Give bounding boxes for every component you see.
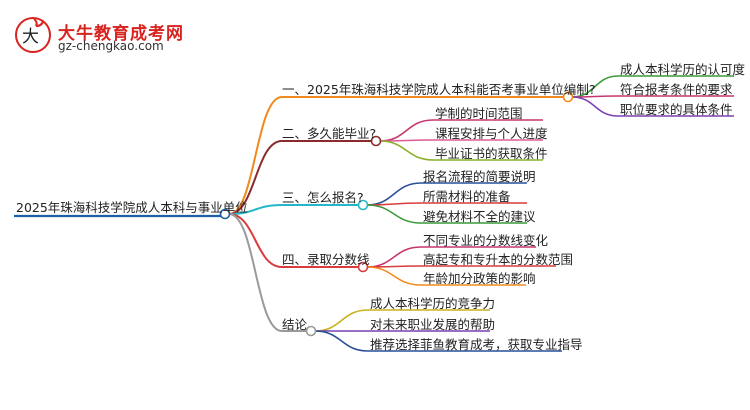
leaf-1-2: 符合报考条件的要求: [620, 82, 733, 97]
leaf-3-3-connector: [366, 204, 422, 224]
leaf-3-2: 所需材料的准备: [423, 189, 511, 204]
leaf-2-2: 课程安排与个人进度: [435, 126, 548, 141]
site-logo[interactable]: 大 大牛教育成考网 gz-chengkao.com: [14, 16, 189, 56]
leaf-5-3: 推荐选择菲鱼教育成考，获取专业指导: [370, 337, 583, 352]
leaf-5-3-connector: [314, 330, 369, 352]
branch-3-node: [357, 199, 369, 211]
leaf-4-3-connector: [366, 266, 422, 286]
leaf-3-3: 避免材料不全的建议: [423, 209, 536, 224]
leaf-2-3: 毕业证书的获取条件: [435, 146, 548, 161]
leaf-4-1: 不同专业的分数线变化: [423, 233, 549, 248]
leaf-5-1-connector: [314, 309, 369, 332]
branch-1-node: [562, 91, 574, 103]
leaf-3-1: 报名流程的简要说明: [423, 169, 536, 184]
leaf-2-1-connector: [379, 119, 434, 142]
branch-5-connector: [228, 213, 283, 332]
branch-5-label: 结论: [282, 317, 308, 332]
leaf-1-3: 职位要求的具体条件: [620, 102, 733, 117]
leaf-5-1: 成人本科学历的竞争力: [370, 296, 496, 311]
leaf-4-1-connector: [366, 246, 422, 268]
branch-1-label: 一、2025年珠海科技学院成人本科能否考事业单位编制?: [282, 82, 596, 97]
branch-5-node: [305, 325, 317, 337]
leaf-5-2: 对未来职业发展的帮助: [370, 317, 496, 332]
leaf-2-1: 学制的时间范围: [435, 106, 523, 121]
branch-2-node: [370, 135, 382, 147]
branch-4-connector: [228, 213, 283, 268]
branch-2-connector: [228, 140, 283, 215]
leaf-4-2: 高起专和专升本的分数范围: [423, 252, 574, 267]
leaf-4-3: 年龄加分政策的影响: [423, 271, 536, 286]
branch-4-node: [357, 261, 369, 273]
root-node: [219, 208, 231, 220]
svg-text:大: 大: [22, 27, 39, 47]
branch-3-label: 三、怎么报名?: [282, 190, 364, 205]
branch-1-connector: [228, 96, 283, 215]
leaf-1-3-connector: [571, 96, 619, 117]
logo-url: gz-chengkao.com: [58, 39, 164, 53]
bull-logo-icon: 大: [15, 17, 51, 53]
root-node-label: 2025年珠海科技学院成人本科与事业单位: [16, 200, 248, 215]
branch-4-label: 四、录取分数线: [282, 252, 370, 267]
logo-title: 大牛教育成考网: [58, 24, 184, 44]
leaf-2-3-connector: [379, 140, 434, 161]
leaf-1-1: 成人本科学历的认可度: [620, 62, 746, 77]
branch-3-connector: [228, 204, 283, 215]
leaf-3-1-connector: [366, 182, 422, 206]
branch-2-label: 二、多久能毕业?: [282, 126, 377, 141]
